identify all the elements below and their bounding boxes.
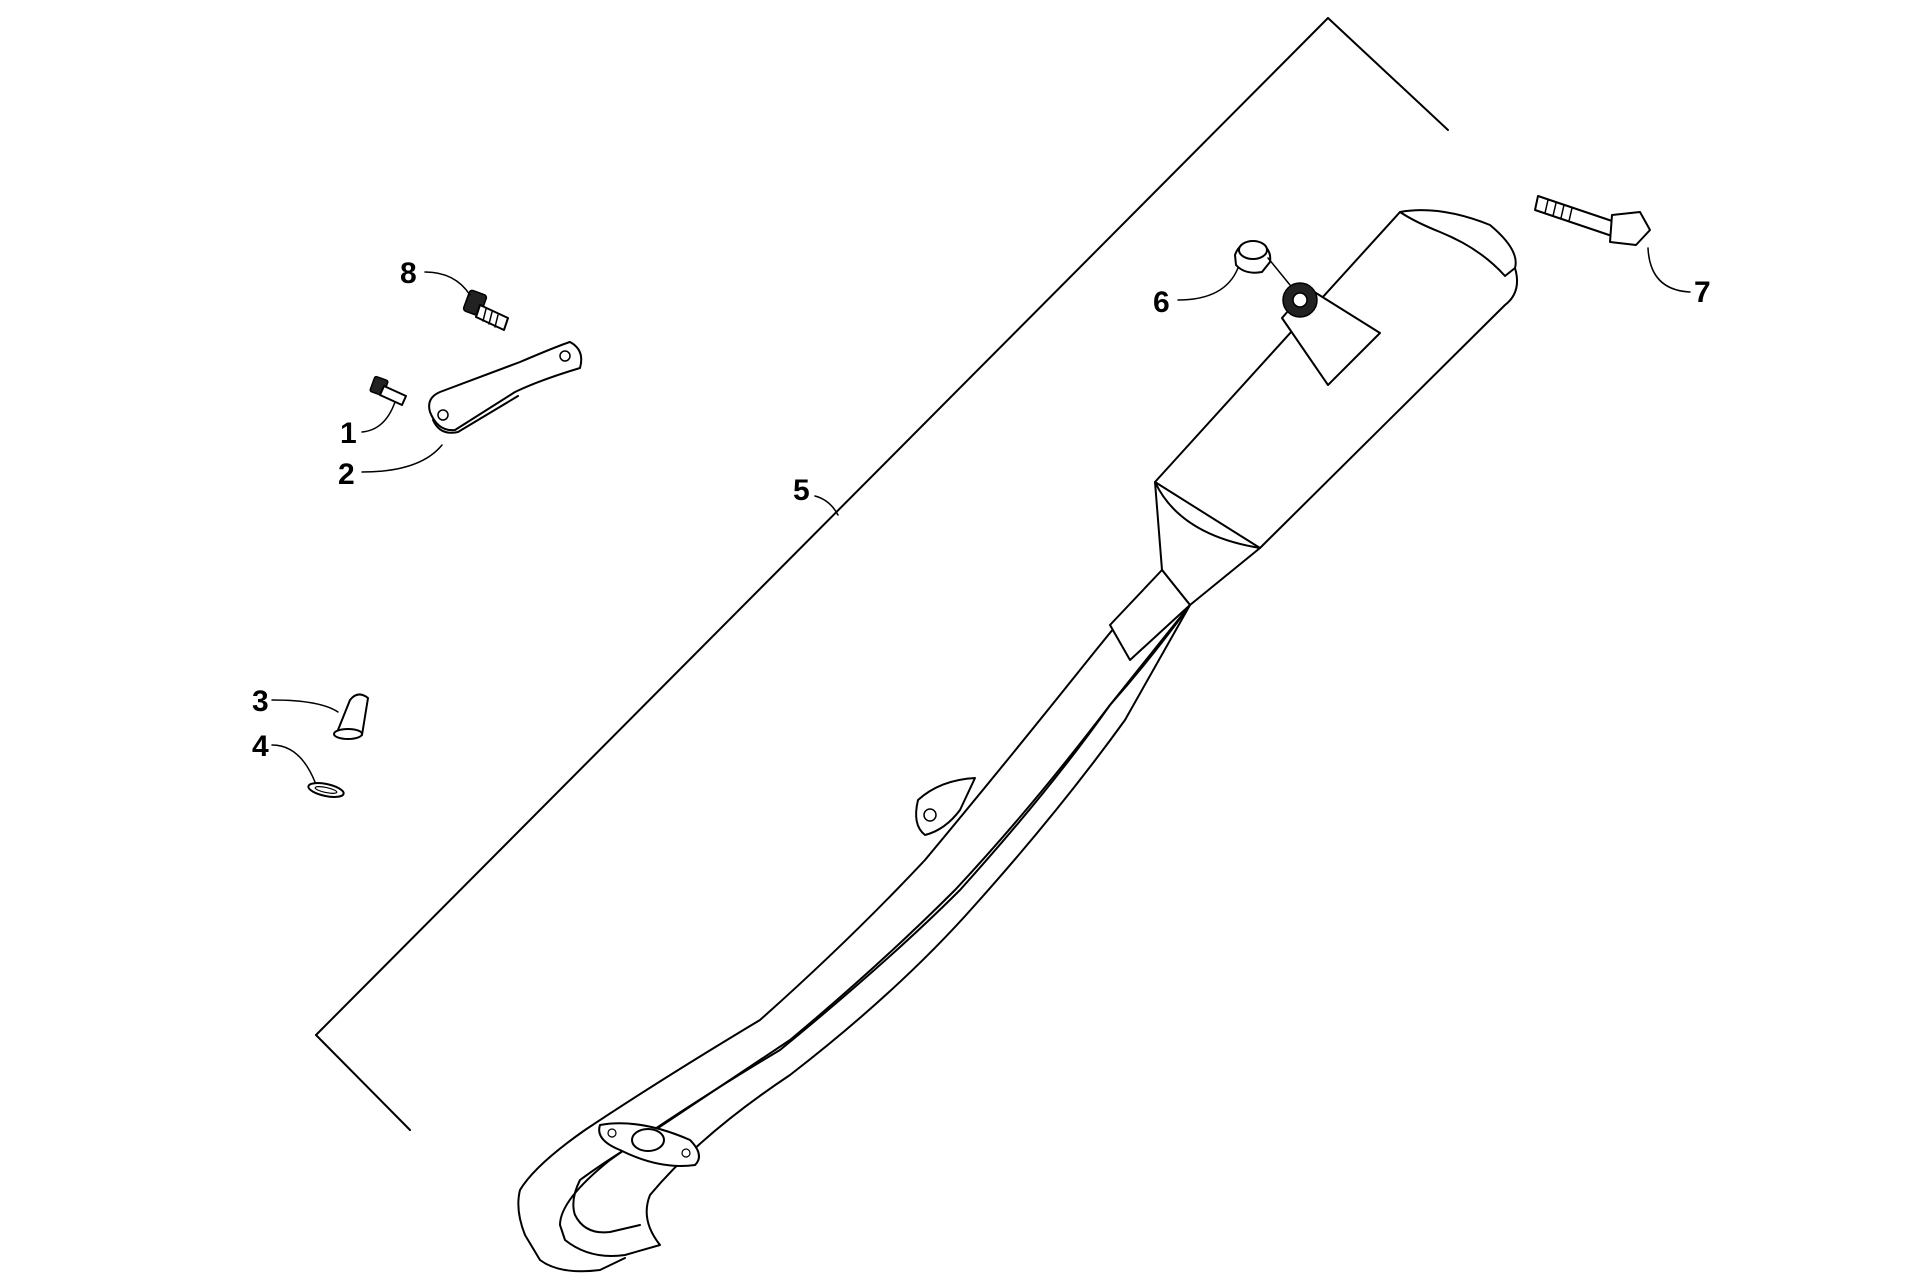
bolt-part-8	[462, 289, 509, 331]
callout-4: 4	[252, 730, 269, 763]
leader-1	[361, 401, 396, 433]
callout-8: 8	[400, 257, 417, 290]
leader-2	[361, 444, 443, 473]
leader-6	[1177, 267, 1239, 301]
leader-5	[814, 495, 839, 516]
exhaust-pipe	[559, 569, 1191, 1257]
callout-3: 3	[252, 685, 269, 718]
leader-7	[1647, 247, 1691, 293]
muffler-body	[1154, 211, 1518, 549]
washer-part-4	[307, 782, 345, 798]
plug-part-3	[333, 693, 369, 740]
collar-part-6	[1234, 240, 1272, 274]
leader-6b	[1267, 257, 1291, 286]
bolt-part-7	[1534, 195, 1651, 246]
bracket-plate-part-2	[428, 341, 583, 434]
pipe-sleeve	[1109, 569, 1191, 661]
muffler-end-cap	[1399, 209, 1517, 277]
callout-6: 6	[1153, 286, 1170, 319]
callout-1: 1	[340, 417, 357, 450]
bolt-part-1	[369, 375, 407, 406]
pipe-bracket	[915, 777, 976, 836]
callout-5: 5	[793, 474, 810, 507]
callout-2: 2	[338, 458, 355, 491]
assembly-bracket	[315, 17, 1449, 1131]
leader-4	[271, 744, 316, 783]
leader-3	[271, 699, 339, 713]
leader-8	[424, 271, 471, 296]
callout-labels: 8 1 2 3 4 5 6 7	[252, 257, 1711, 763]
leader-lines	[271, 247, 1691, 783]
callout-7: 7	[1694, 276, 1711, 309]
exhaust-muffler-assembly	[517, 209, 1518, 1273]
